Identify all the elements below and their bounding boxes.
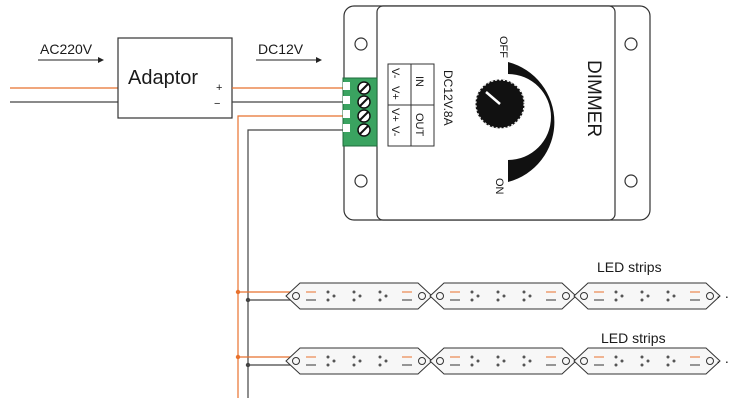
pin-label-table: V- V+ V+ V- IN OUT	[387, 63, 435, 147]
adaptor-plus: +	[216, 82, 222, 94]
pin-label: V-	[389, 68, 401, 79]
mounting-hole-icon	[354, 174, 368, 188]
terminal-out-label: OUT	[413, 113, 425, 137]
led-strip-segment	[429, 347, 577, 375]
dc-label: DC12V	[258, 41, 304, 57]
pin-label: V-	[389, 126, 401, 137]
adaptor-label: Adaptor	[128, 67, 198, 89]
screw-icon	[357, 123, 371, 137]
dc-output-label: DC12V	[256, 41, 322, 63]
led-strip-row: LED strips · ·	[285, 330, 729, 375]
led-strip-label: LED strips	[601, 330, 666, 346]
ac-label: AC220V	[40, 41, 93, 57]
strip-continuation: · ·	[716, 288, 729, 304]
mounting-hole-icon	[354, 37, 368, 51]
screw-icon	[357, 95, 371, 109]
led-strip-segment	[285, 347, 433, 375]
ac-input: AC220V	[10, 41, 118, 103]
strip-continuation: · ·	[716, 353, 729, 369]
adaptor-minus: −	[214, 98, 220, 110]
rating-label: DC12V.8A	[441, 70, 455, 126]
led-strip-segment	[285, 282, 433, 310]
screw-icon	[357, 109, 371, 123]
knob-pointer-icon	[485, 91, 501, 105]
screw-icon	[357, 81, 371, 95]
knob-on-label: ON	[493, 178, 505, 195]
led-strip-row: LED strips · ·	[285, 259, 729, 310]
pin-label: V+	[389, 108, 401, 122]
dimmer-knob[interactable]	[475, 62, 555, 182]
led-strip-segment	[573, 347, 721, 375]
led-strip-segment	[573, 282, 721, 310]
mounting-hole-icon	[624, 174, 638, 188]
dimmer-title: DIMMER	[583, 60, 604, 137]
terminal-block	[342, 77, 378, 147]
led-strip-segment	[429, 282, 577, 310]
pin-label: V+	[389, 86, 401, 100]
terminal-in-label: IN	[413, 76, 425, 87]
output-wires	[235, 115, 348, 398]
mounting-hole-icon	[624, 37, 638, 51]
knob-off-label: OFF	[497, 36, 509, 58]
led-strip-label: LED strips	[597, 259, 662, 275]
adaptor-box: Adaptor + −	[117, 37, 233, 119]
